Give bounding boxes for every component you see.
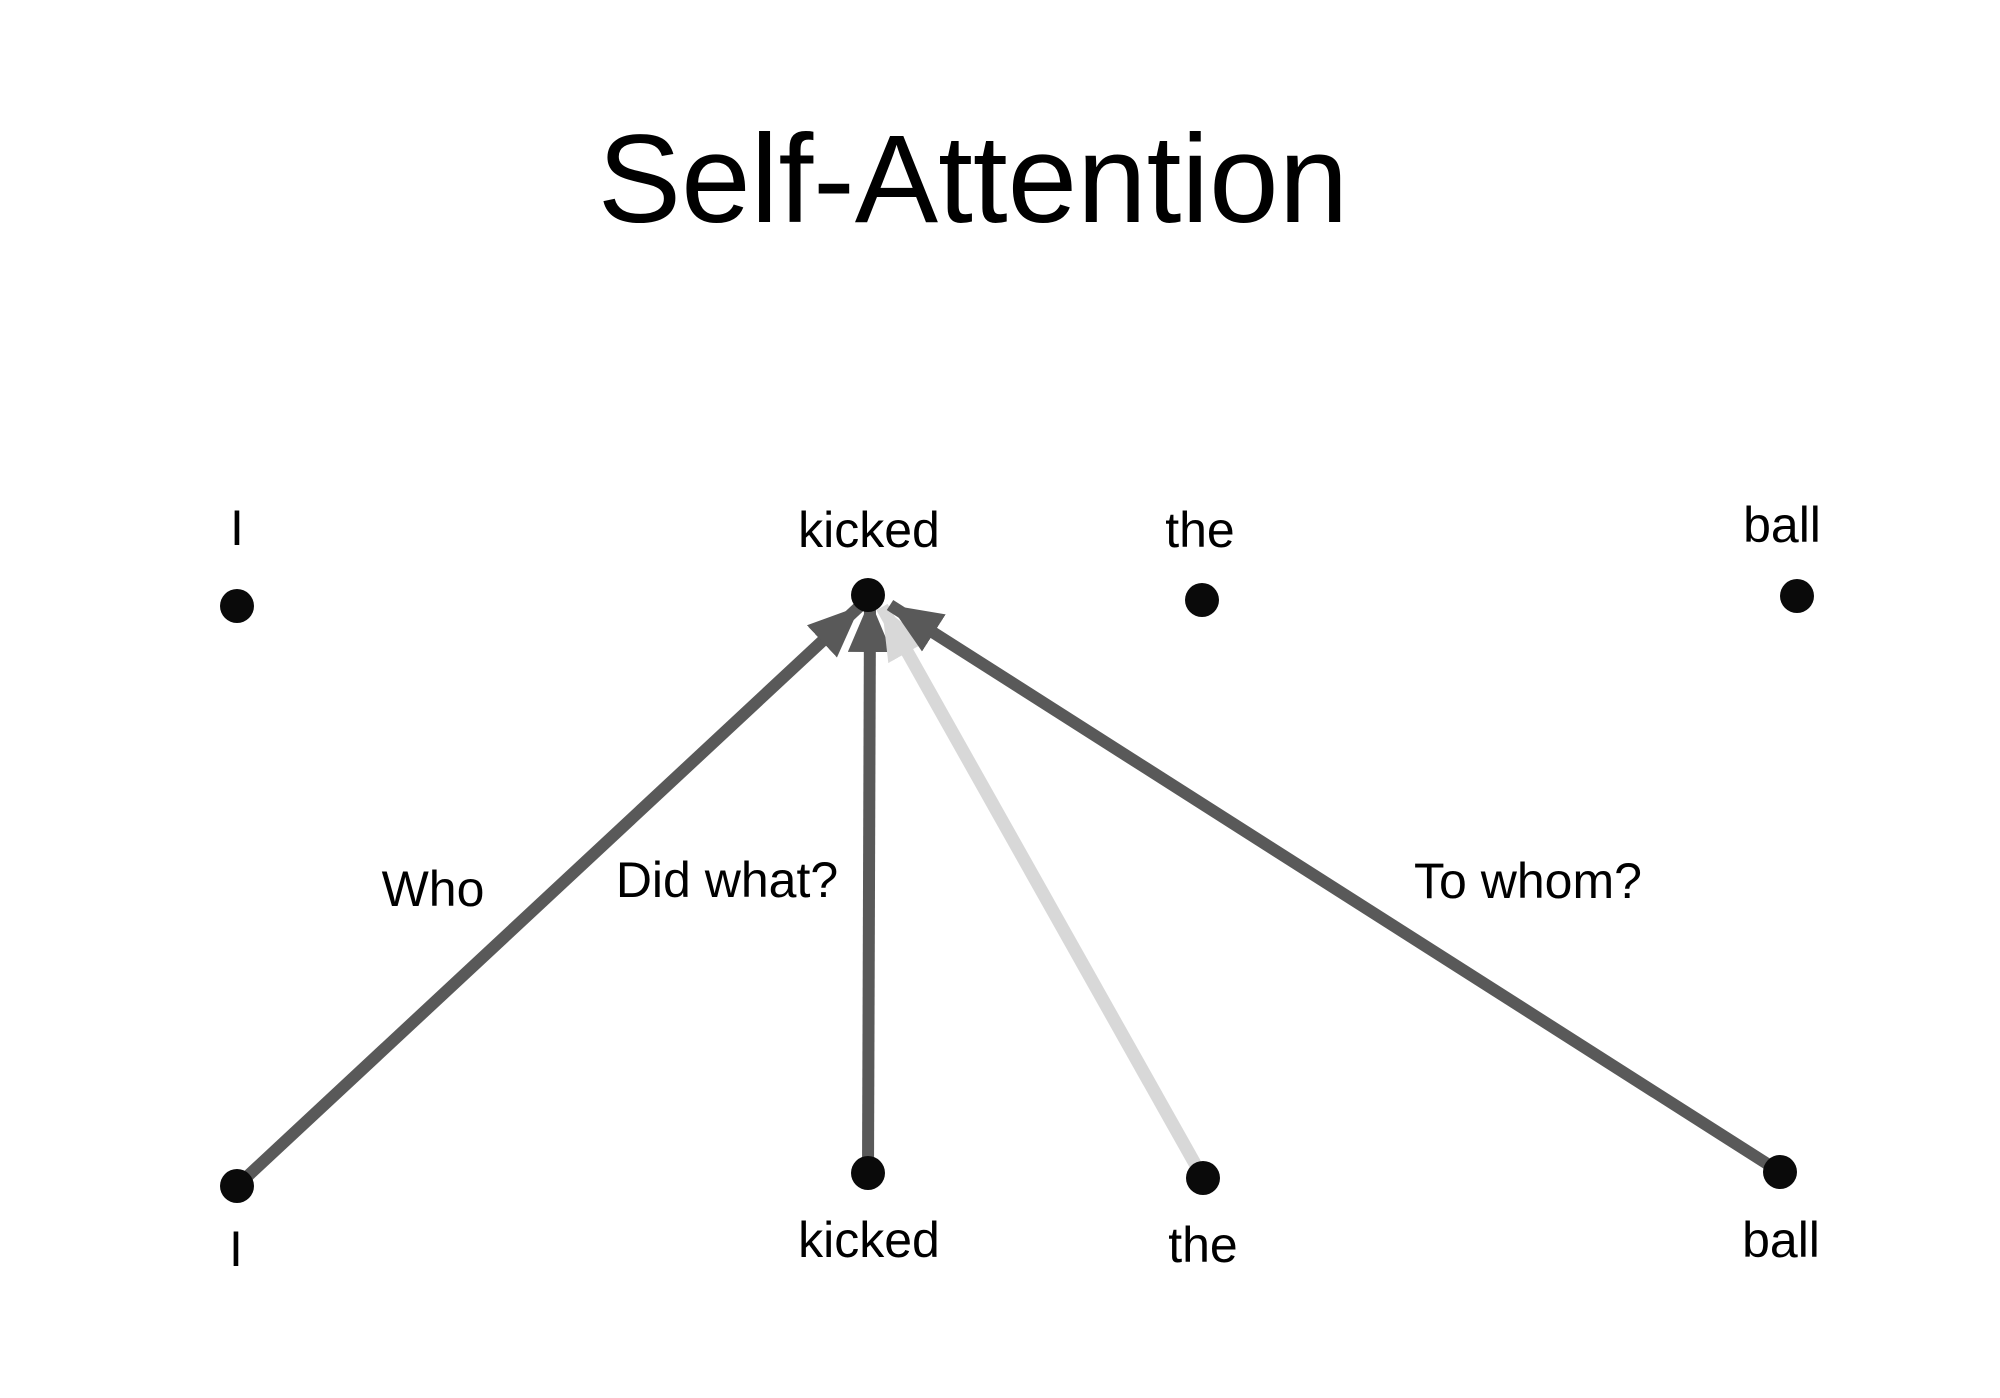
token-dot-top-ball	[1780, 579, 1814, 613]
token-dot-bottom-the	[1186, 1161, 1220, 1195]
token-word-top-ball: ball	[1743, 497, 1821, 553]
attention-edge-from-i	[232, 601, 865, 1191]
token-word-bottom-the: the	[1168, 1217, 1238, 1273]
token-word-bottom-ball: ball	[1742, 1212, 1820, 1268]
annotation-to-whom: To whom?	[1414, 853, 1642, 909]
token-dot-top-the	[1185, 583, 1219, 617]
token-word-top-kicked: kicked	[798, 502, 940, 558]
token-dot-bottom-i	[220, 1169, 254, 1203]
token-dot-top-kicked	[851, 578, 885, 612]
token-word-bottom-i: I	[229, 1221, 243, 1277]
token-word-top-i: I	[230, 500, 244, 556]
attention-edge-from-kicked	[847, 599, 892, 1174]
token-dot-bottom-kicked	[851, 1156, 885, 1190]
slide-title: Self-Attention	[597, 110, 1349, 249]
token-word-top-the: the	[1165, 502, 1235, 558]
attention-edge-from-the	[876, 603, 1209, 1182]
token-dot-bottom-ball	[1763, 1155, 1797, 1189]
attention-edge-from-ball	[886, 599, 1784, 1178]
token-dot-top-i	[220, 589, 254, 623]
token-word-bottom-kicked: kicked	[798, 1212, 940, 1268]
annotation-who: Who	[382, 861, 485, 917]
annotation-did-what: Did what?	[616, 852, 838, 908]
